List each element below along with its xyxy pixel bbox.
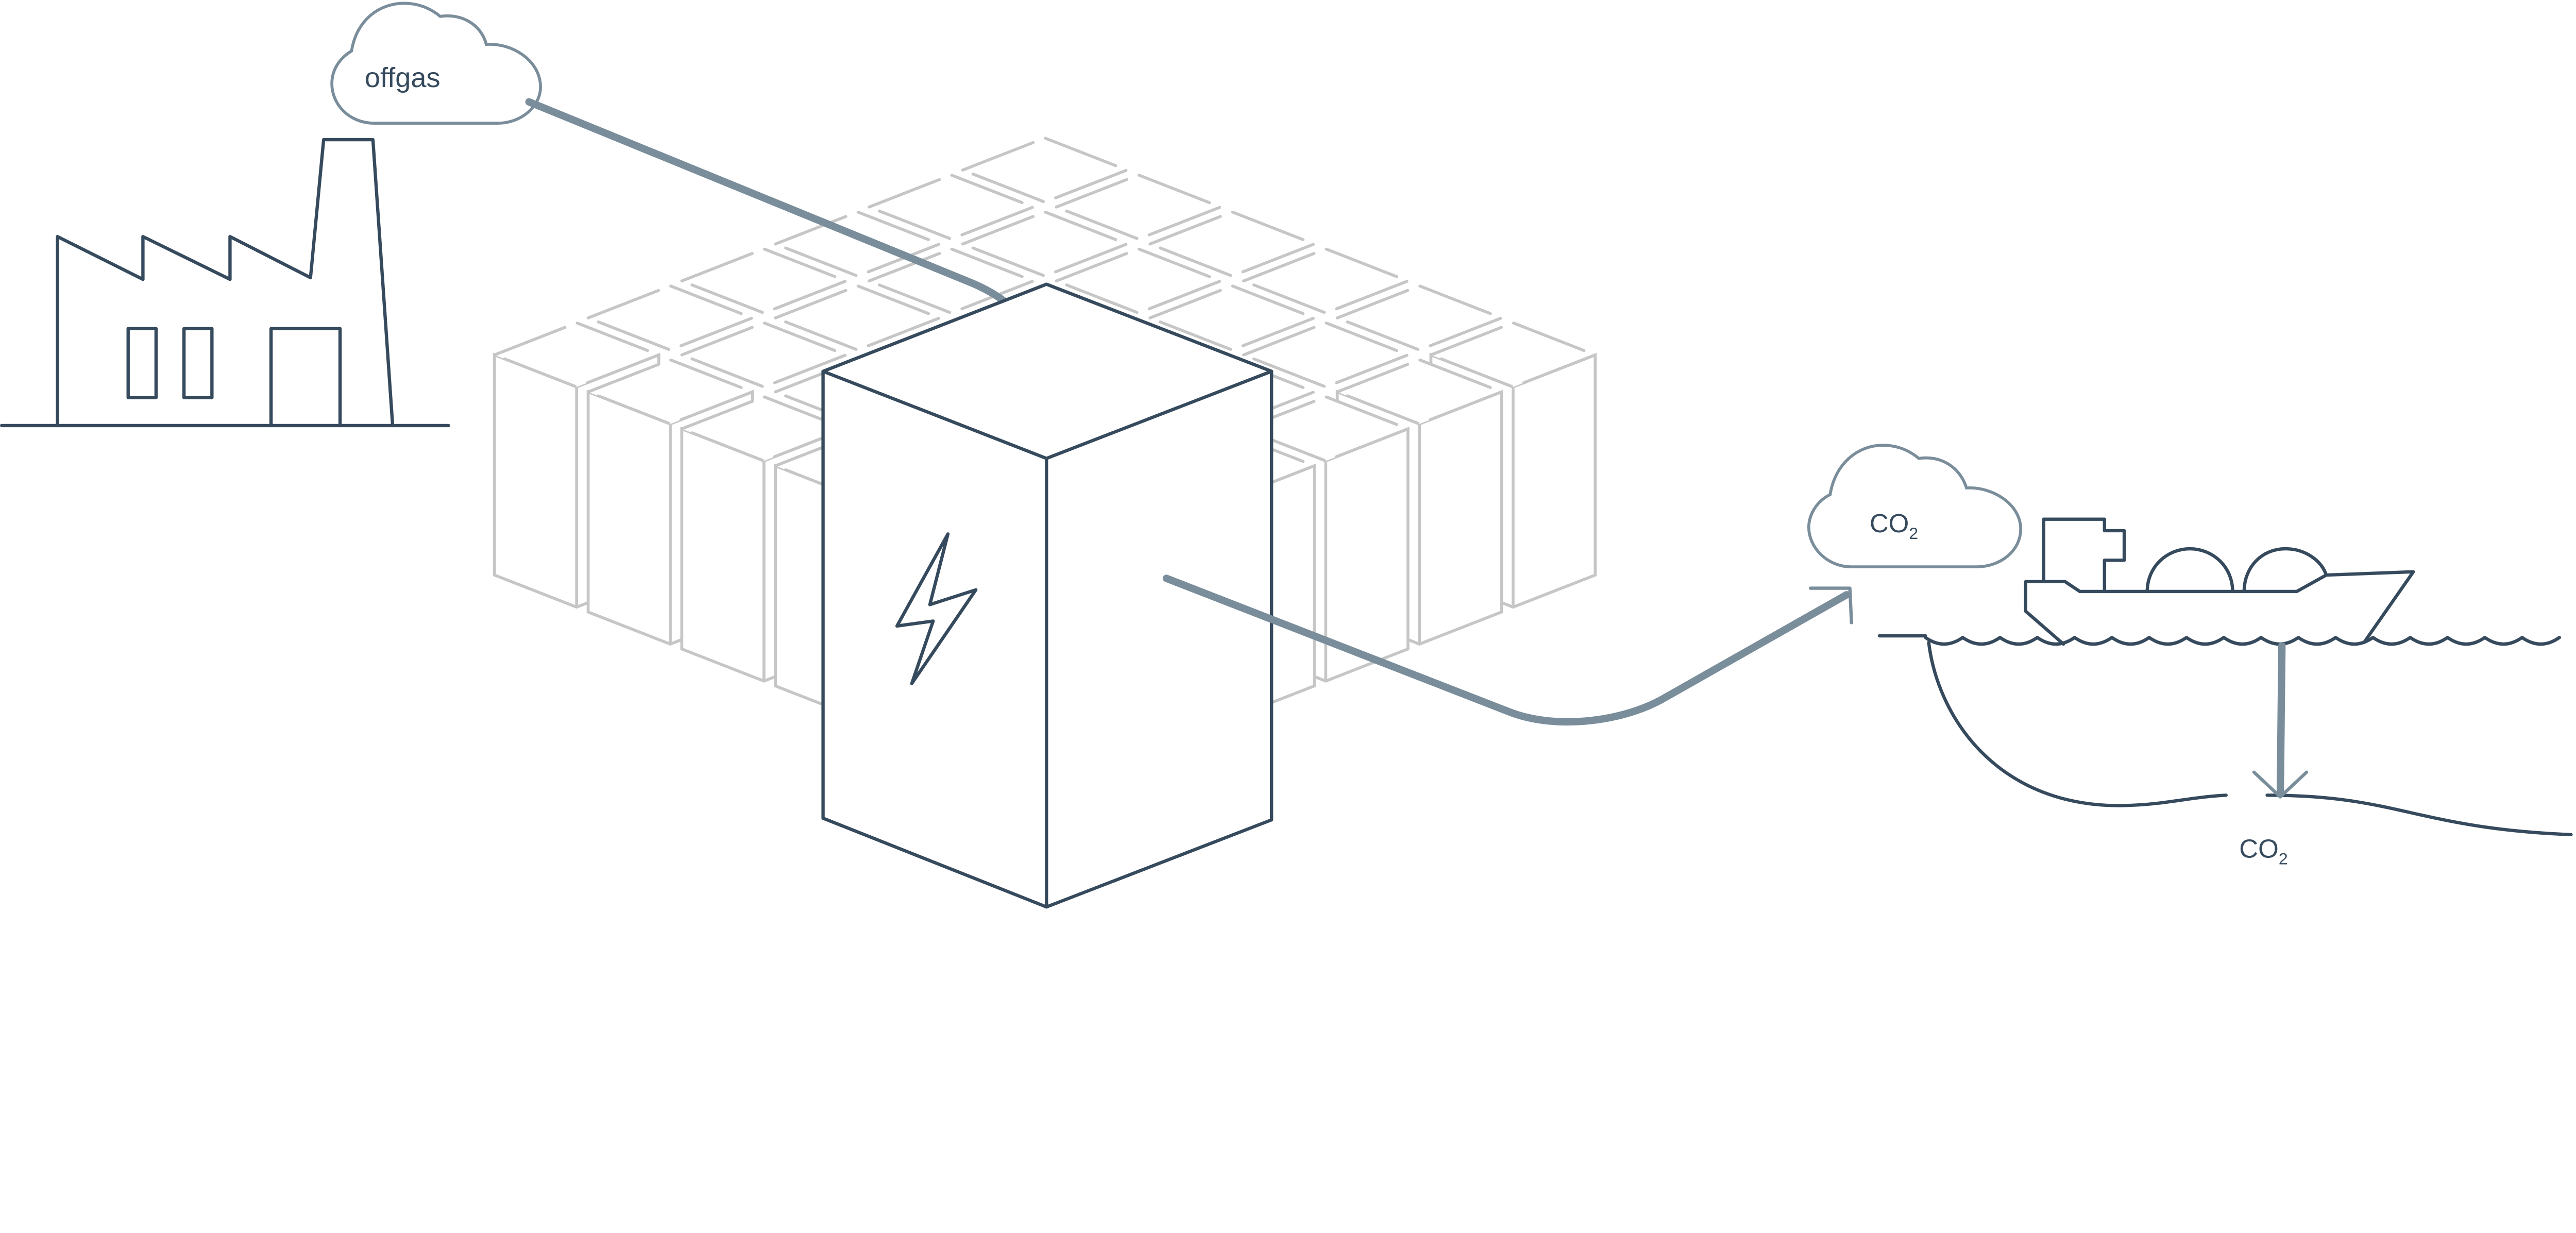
- grid-box: [1052, 173, 1225, 241]
- grid-box: [1146, 284, 1318, 352]
- grid-box-top: [1052, 173, 1225, 241]
- arrow-head: [1808, 586, 1853, 624]
- co2-label: CO: [1870, 509, 1909, 538]
- injection-arrow: [2276, 642, 2286, 798]
- co2-storage-label: CO: [2239, 834, 2279, 864]
- battery-box-icon: [821, 282, 1274, 909]
- grid-box-top: [865, 173, 1038, 241]
- co2-cloud-icon: CO2: [1807, 444, 2023, 568]
- grid-box: [958, 210, 1131, 278]
- co2-subscript: 2: [2279, 849, 2288, 868]
- svg-text:CO2: CO2: [1870, 509, 1918, 543]
- offgas-label: offgas: [365, 62, 440, 93]
- seabed-line: [2265, 793, 2573, 837]
- waves-icon: [1877, 634, 2561, 646]
- grid-box-top: [958, 136, 1131, 204]
- grid-box: [1239, 321, 1412, 389]
- arrow-head: [2252, 770, 2309, 799]
- svg-text:CO2: CO2: [2239, 834, 2287, 868]
- grid-box-top: [958, 210, 1131, 278]
- grid-box-top: [1239, 395, 1412, 463]
- grid-box-top: [1427, 321, 1600, 389]
- grid-box-top: [1146, 284, 1318, 352]
- grid-box-top: [677, 321, 851, 389]
- grid-box: [1146, 210, 1318, 278]
- grid-box: [771, 284, 944, 352]
- grid-box-top: [1333, 358, 1506, 426]
- co2-subscript: 2: [1909, 524, 1918, 543]
- grid-box-top: [771, 284, 944, 352]
- grid-box: [1239, 247, 1412, 315]
- co2-transport-arrow: [1162, 575, 1851, 726]
- ship-icon: [2024, 517, 2415, 646]
- grid-box-top: [584, 358, 757, 426]
- grid-box-top: [490, 321, 663, 389]
- grid-box: [1052, 247, 1225, 315]
- grid-box-top: [584, 284, 757, 352]
- grid-box: [584, 284, 757, 352]
- grid-box: [1333, 284, 1506, 352]
- grid-box: [677, 321, 851, 389]
- offgas-cloud-icon: offgas: [330, 2, 542, 125]
- co2-capture-diagram: offgas CO2 CO2: [0, 2, 2573, 909]
- grid-box-top: [1333, 284, 1506, 352]
- grid-box-top: [677, 247, 851, 315]
- grid-box: [677, 247, 851, 315]
- seabed-line: [1927, 640, 2228, 807]
- lightning-icon: [895, 532, 978, 685]
- grid-box-top: [1146, 210, 1318, 278]
- grid-box-top: [1239, 321, 1412, 389]
- grid-box: [958, 136, 1131, 204]
- grid-box-top: [1052, 247, 1225, 315]
- grid-box-top: [1239, 247, 1412, 315]
- grid-box: [865, 173, 1038, 241]
- factory-icon: [0, 138, 450, 428]
